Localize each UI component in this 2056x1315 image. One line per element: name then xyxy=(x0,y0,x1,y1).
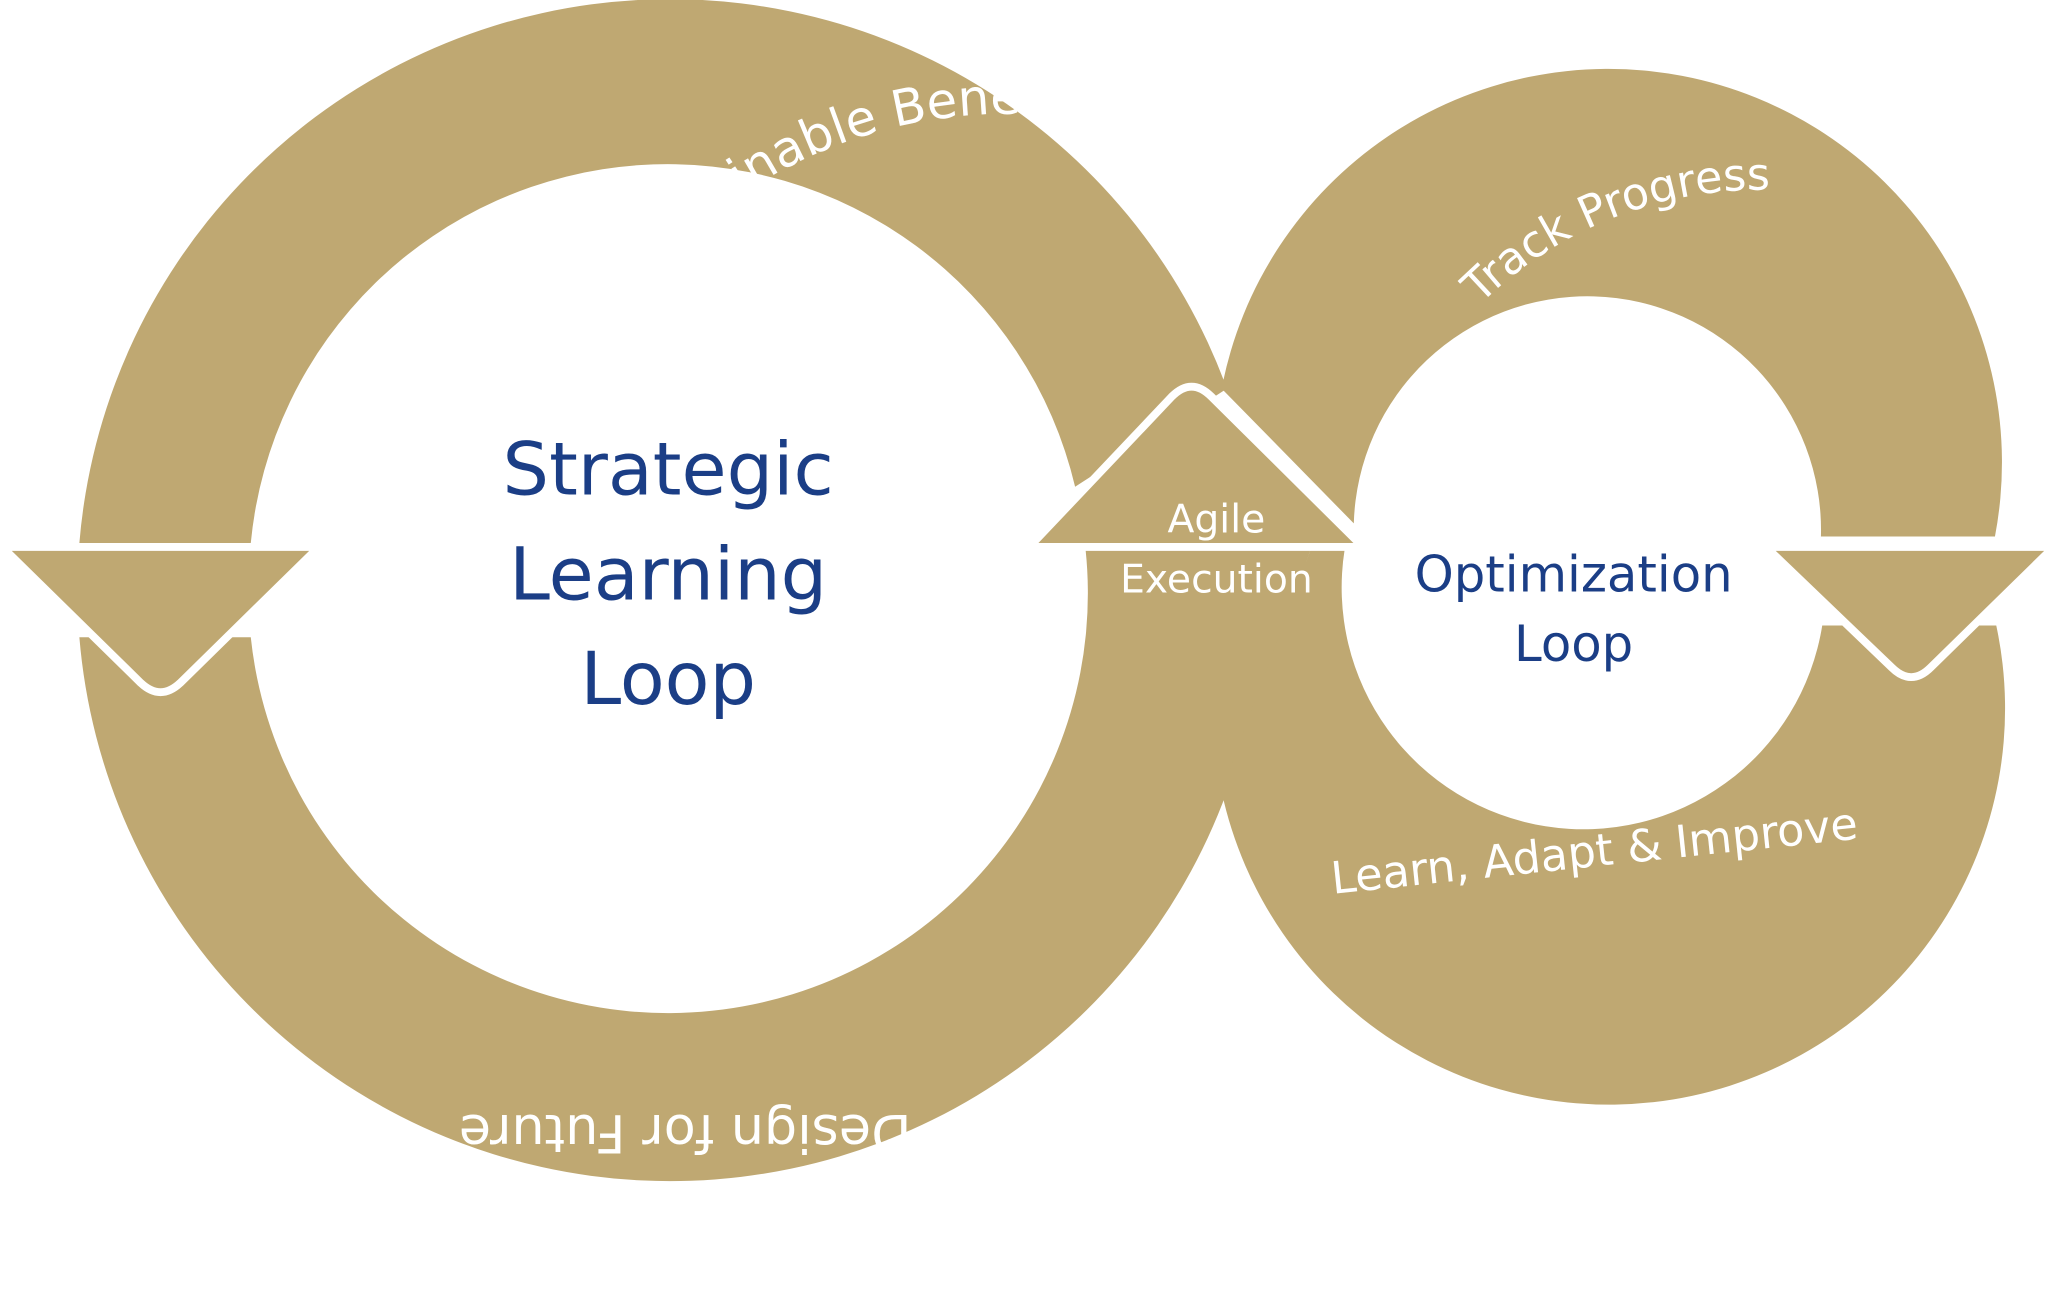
optimization-top-arc xyxy=(1221,68,2002,537)
agile-execution-up-arrowhead xyxy=(1025,382,1367,551)
agile-label-line-1: Agile xyxy=(1168,498,1266,543)
agile-execution-label: Agile Execution xyxy=(1120,498,1313,603)
optimization-bottom-arc xyxy=(1221,549,2006,1105)
strategic-bottom-arc xyxy=(79,549,1311,1182)
strategic-title-line-1: Strategic xyxy=(503,428,834,513)
strategic-title-line-3: Loop xyxy=(580,637,756,722)
strategic-learning-loop-title: Strategic Learning Loop xyxy=(503,428,834,722)
optimization-loop-title: Optimization Loop xyxy=(1415,545,1733,672)
strategic-down-arrowhead xyxy=(0,543,323,697)
strategic-top-arc xyxy=(79,0,1227,544)
design-for-future-label: Design for Future xyxy=(459,1102,912,1163)
optimization-title-line-1: Optimization xyxy=(1415,545,1733,603)
optimization-loop-band xyxy=(1221,68,2056,1105)
strategic-loop-band xyxy=(0,0,1311,1182)
optimization-down-arrowhead xyxy=(1762,543,2056,682)
agile-label-line-2: Execution xyxy=(1120,558,1313,603)
optimization-title-line-2: Loop xyxy=(1514,615,1633,673)
strategic-title-line-2: Learning xyxy=(509,532,827,617)
